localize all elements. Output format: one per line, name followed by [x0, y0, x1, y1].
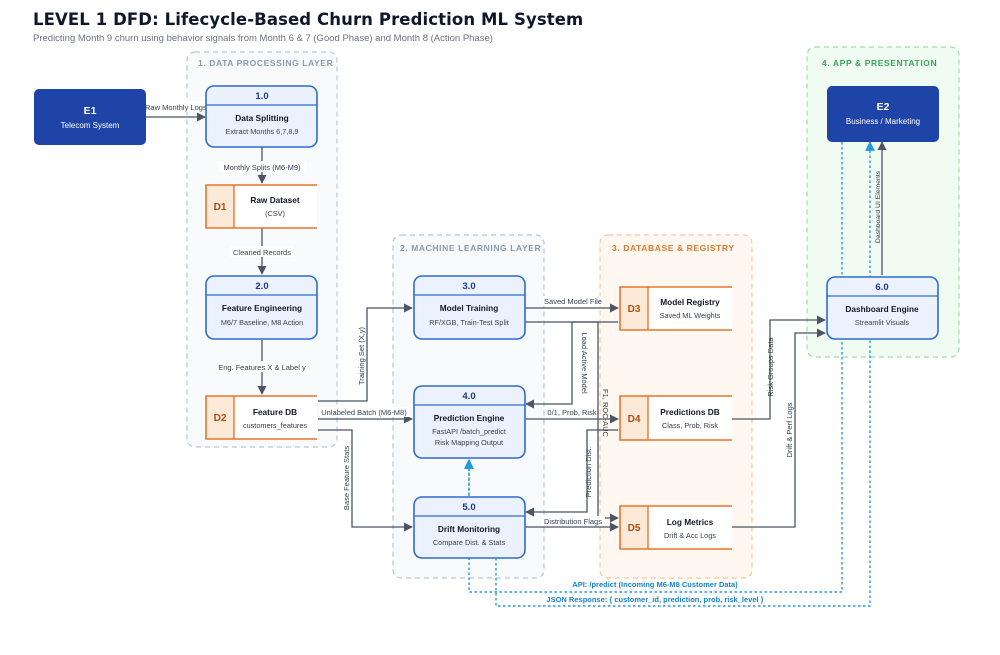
process-5-0: 5.0 Drift Monitoring Compare Dist. & Sta… [413, 496, 526, 559]
store-d2-id: D2 [214, 413, 227, 424]
process-1-0-id: 1.0 [255, 91, 268, 102]
external-e1-name: Telecom System [61, 121, 120, 130]
label-prediction-dist: Prediction Dist. [584, 447, 593, 497]
external-e2: E2 Business / Marketing [827, 86, 939, 142]
flow-json-response-line [495, 141, 875, 607]
external-e2-id: E2 [877, 101, 890, 113]
process-6-0-desc: Streamlit Visuals [855, 318, 910, 327]
label-training-set: Training Set (X,y) [357, 326, 366, 385]
label-drift-perf-logs: Drift & Perf Logs [785, 402, 794, 457]
process-5-0-id: 5.0 [462, 502, 475, 513]
page-subtitle: Predicting Month 9 churn using behavior … [33, 33, 493, 44]
process-4-0-desc2: Risk Mapping Output [435, 438, 503, 447]
store-d5-id: D5 [628, 523, 641, 534]
process-1-0: 1.0 Data Splitting Extract Months 6,7,8,… [205, 85, 318, 148]
label-unlabeled-batch: Unlabeled Batch (M6-M8) [321, 408, 407, 417]
process-2-0-id: 2.0 [255, 281, 268, 292]
process-5-0-desc: Compare Dist. & Stats [433, 538, 506, 547]
process-2-0: 2.0 Feature Engineering M6/7 Baseline, M… [205, 275, 318, 340]
process-5-0-name: Drift Monitoring [438, 524, 500, 534]
flow-f1-roc-auc-line [525, 321, 619, 523]
store-d1-id: D1 [214, 202, 227, 213]
process-3-0-id: 3.0 [462, 281, 475, 292]
store-d3-desc: Saved ML Weights [660, 311, 721, 320]
label-json-response: JSON Response: { customer_id, prediction… [546, 595, 763, 604]
store-d4: D4 Predictions DB Class, Prob, Risk [619, 395, 732, 441]
layer-label-app-presentation: 4. APP & PRESENTATION [822, 58, 937, 68]
process-2-0-desc: M6/7 Baseline, M8 Action [221, 318, 303, 327]
label-saved-model: Saved Model File [544, 297, 602, 306]
flow-training-set-line [318, 303, 413, 402]
label-cleaned-records: Cleaned Records [233, 248, 291, 257]
process-6-0: 6.0 Dashboard Engine Streamlit Visuals [826, 276, 939, 340]
label-load-active-model: Load Active Model [580, 332, 589, 394]
process-4-0-desc: FastAPI /batch_predict [432, 427, 506, 436]
flow-drift-perf-logs-line [732, 328, 826, 528]
store-d3: D3 Model Registry Saved ML Weights [619, 286, 732, 331]
process-3-0: 3.0 Model Training RF/XGB, Train-Test Sp… [413, 275, 526, 340]
label-base-feature-stats: Base Feature Stats [342, 446, 351, 510]
store-d5: D5 Log Metrics Drift & Acc Logs [619, 505, 732, 550]
process-4-0: 4.0 Prediction Engine FastAPI /batch_pre… [413, 385, 526, 459]
process-1-0-desc: Extract Months 6,7,8,9 [225, 127, 298, 136]
label-f1-roc-auc: F1, ROC-AUC [601, 389, 610, 438]
process-6-0-name: Dashboard Engine [845, 304, 919, 314]
process-1-0-name: Data Splitting [235, 113, 288, 123]
external-e1-id: E1 [84, 105, 97, 117]
label-api-predict: API: /predict (Incoming M6-M8 Customer D… [572, 580, 738, 589]
process-4-0-id: 4.0 [462, 391, 475, 402]
store-d5-desc: Drift & Acc Logs [664, 531, 716, 540]
flow-base-feature-stats-line [318, 429, 413, 532]
label-prob-risk: 0/1, Prob, Risk [547, 408, 596, 417]
layer-label-machine-learning: 2. MACHINE LEARNING LAYER [400, 243, 541, 253]
store-d1-desc: (CSV) [265, 209, 285, 218]
label-raw-logs: Raw Monthly Logs [145, 103, 207, 112]
store-d3-id: D3 [628, 304, 641, 315]
process-2-0-name: Feature Engineering [222, 303, 302, 313]
store-d2-name: Feature DB [253, 407, 297, 417]
store-d3-name: Model Registry [660, 297, 720, 307]
store-d2: D2 Feature DB customers_features [205, 395, 317, 440]
label-eng-features: Eng. Features X & Label y [218, 363, 306, 372]
external-e2-name: Business / Marketing [846, 117, 920, 126]
process-4-0-name: Prediction Engine [434, 413, 505, 423]
flow-api-predict-line [464, 142, 843, 593]
page-title: LEVEL 1 DFD: Lifecycle-Based Churn Predi… [33, 10, 584, 29]
store-d4-name: Predictions DB [660, 407, 719, 417]
process-6-0-id: 6.0 [875, 282, 888, 293]
store-d1-name: Raw Dataset [250, 195, 300, 205]
flow-prediction-dist-line [525, 429, 618, 517]
layer-label-database-registry: 3. DATABASE & REGISTRY [612, 243, 735, 253]
store-d4-id: D4 [628, 414, 641, 425]
label-monthly-splits: Monthly Splits (M6-M9) [223, 163, 301, 172]
label-distribution-flags: Distribution Flags [544, 517, 602, 526]
flow-risk-groups-line [732, 315, 826, 420]
store-d4-desc: Class, Prob, Risk [662, 421, 718, 430]
process-3-0-name: Model Training [440, 303, 499, 313]
store-d2-desc: customers_features [243, 421, 307, 430]
label-risk-groups: Risk Groups Data [766, 337, 775, 397]
store-d1: D1 Raw Dataset (CSV) [205, 184, 317, 229]
store-d5-name: Log Metrics [667, 517, 714, 527]
layer-label-data-processing: 1. DATA PROCESSING LAYER [198, 58, 333, 68]
label-dashboard-ui: Dashboard UI Elements [875, 170, 882, 243]
external-e1: E1 Telecom System [34, 89, 146, 145]
process-3-0-desc: RF/XGB, Train-Test Split [429, 318, 508, 327]
